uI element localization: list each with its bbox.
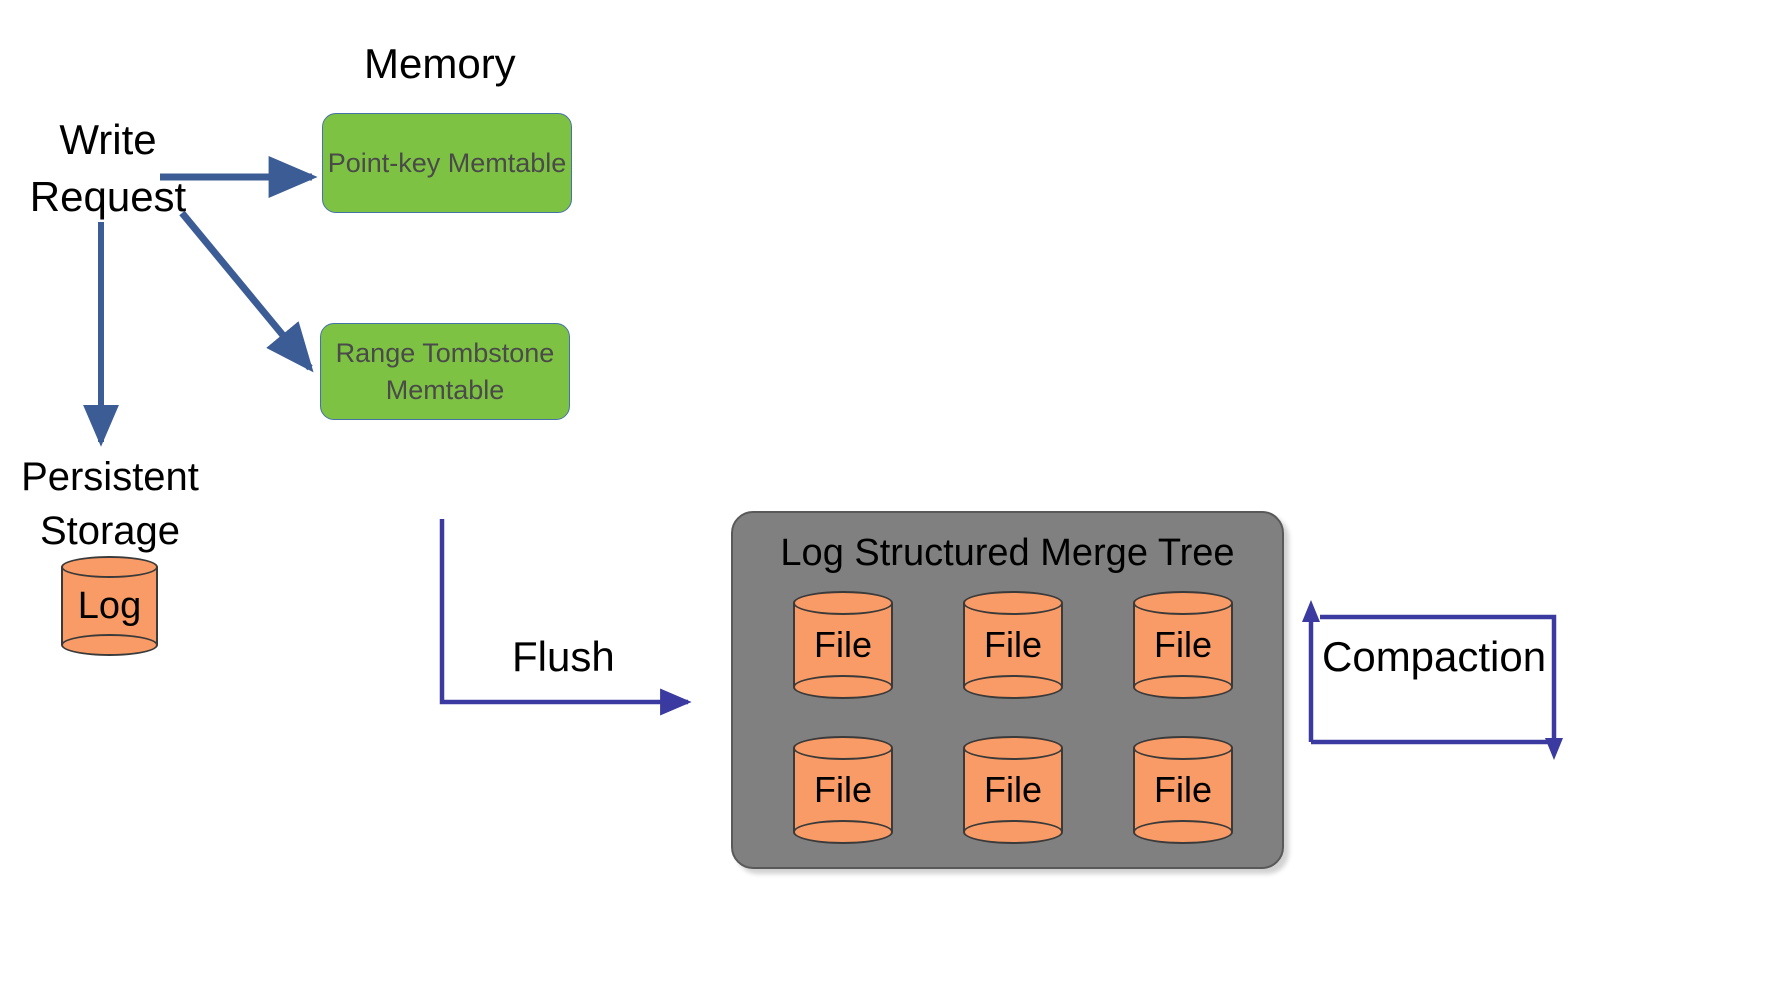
cylinder-body (963, 747, 1063, 833)
cylinder-bottom-ellipse (1133, 675, 1233, 699)
file-cylinder-label: File (1153, 624, 1212, 665)
file-cylinder[interactable]: File (793, 736, 893, 844)
cylinder-bottom-ellipse (793, 675, 893, 699)
compaction-label: Compaction (1322, 633, 1547, 680)
lsm-file-row-bottom: File File File (793, 736, 1233, 844)
point-key-memtable-label: Point-key Memtable (327, 147, 567, 178)
file-cylinder[interactable]: File (963, 591, 1063, 699)
lsm-file-row-top: File File File (793, 591, 1233, 699)
cylinder-bottom-ellipse (963, 820, 1063, 844)
range-tombstone-memtable-label: Range Tombstone Memtable (335, 338, 555, 405)
cylinder-top-ellipse (793, 736, 893, 760)
arrow-write-to-range-tombstone-memtable (179, 210, 314, 373)
cylinder-body (1133, 602, 1233, 688)
cylinder-bottom-ellipse (61, 634, 158, 656)
cylinder-top-ellipse (793, 591, 893, 615)
flush-label: Flush (512, 633, 615, 680)
cylinder-body (963, 602, 1063, 688)
file-cylinder[interactable]: File (1133, 736, 1233, 844)
cylinder-top-ellipse (1133, 736, 1233, 760)
cylinder-bottom-ellipse (1133, 820, 1233, 844)
write-request-label: Write Request (29, 116, 187, 220)
file-cylinder-label: File (1153, 769, 1212, 810)
cylinder-body (793, 747, 893, 833)
lsm-tree-title: Log Structured Merge Tree (780, 532, 1235, 574)
cylinder-top-ellipse (963, 591, 1063, 615)
cylinder-body (793, 602, 893, 688)
file-cylinder-label: File (813, 624, 872, 665)
file-cylinder-label: File (983, 624, 1042, 665)
cylinder-body (1133, 747, 1233, 833)
range-tombstone-memtable-box[interactable]: Range Tombstone Memtable (320, 323, 570, 420)
cylinder-top-ellipse (61, 556, 158, 578)
cylinder-bottom-ellipse (963, 675, 1063, 699)
log-cylinder-label: Log (77, 584, 142, 627)
point-key-memtable-box[interactable]: Point-key Memtable (322, 113, 572, 213)
cylinder-top-ellipse (1133, 591, 1233, 615)
file-cylinder[interactable]: File (793, 591, 893, 699)
memory-label: Memory (364, 40, 516, 87)
persistent-storage-label: Persistent Storage (21, 455, 199, 553)
cylinder-bottom-ellipse (793, 820, 893, 844)
cylinder-body (61, 567, 158, 645)
lsm-tree-container[interactable]: Log Structured Merge Tree File File File (731, 511, 1284, 869)
file-cylinder-label: File (983, 769, 1042, 810)
file-cylinder[interactable]: File (963, 736, 1063, 844)
file-cylinder[interactable]: File (1133, 591, 1233, 699)
log-cylinder[interactable]: Log (61, 556, 158, 656)
file-cylinder-label: File (813, 769, 872, 810)
cylinder-top-ellipse (963, 736, 1063, 760)
